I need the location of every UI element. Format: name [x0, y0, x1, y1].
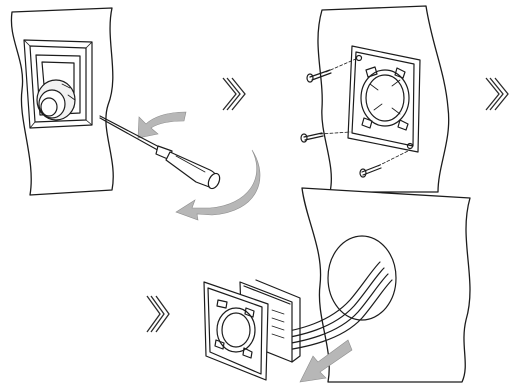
thermostat-unit-icon [203, 279, 301, 381]
screw-icon [300, 57, 411, 178]
mounting-plate-icon [347, 45, 421, 153]
rotate-arrow-icon [175, 149, 261, 221]
wires-icon [271, 261, 393, 353]
wall-opening [327, 235, 397, 321]
step-1-panel [10, 7, 261, 221]
pull-out-arrow-icon [299, 339, 353, 383]
release-arrow-icon [137, 111, 187, 139]
double-chevron-icon [485, 77, 509, 111]
step-2-panel [300, 5, 450, 193]
double-chevron-icon [146, 295, 170, 333]
thermostat-icon [23, 39, 93, 129]
step-3-panel [203, 187, 471, 383]
screwdriver-icon [99, 115, 221, 190]
double-chevron-icon [222, 77, 246, 111]
